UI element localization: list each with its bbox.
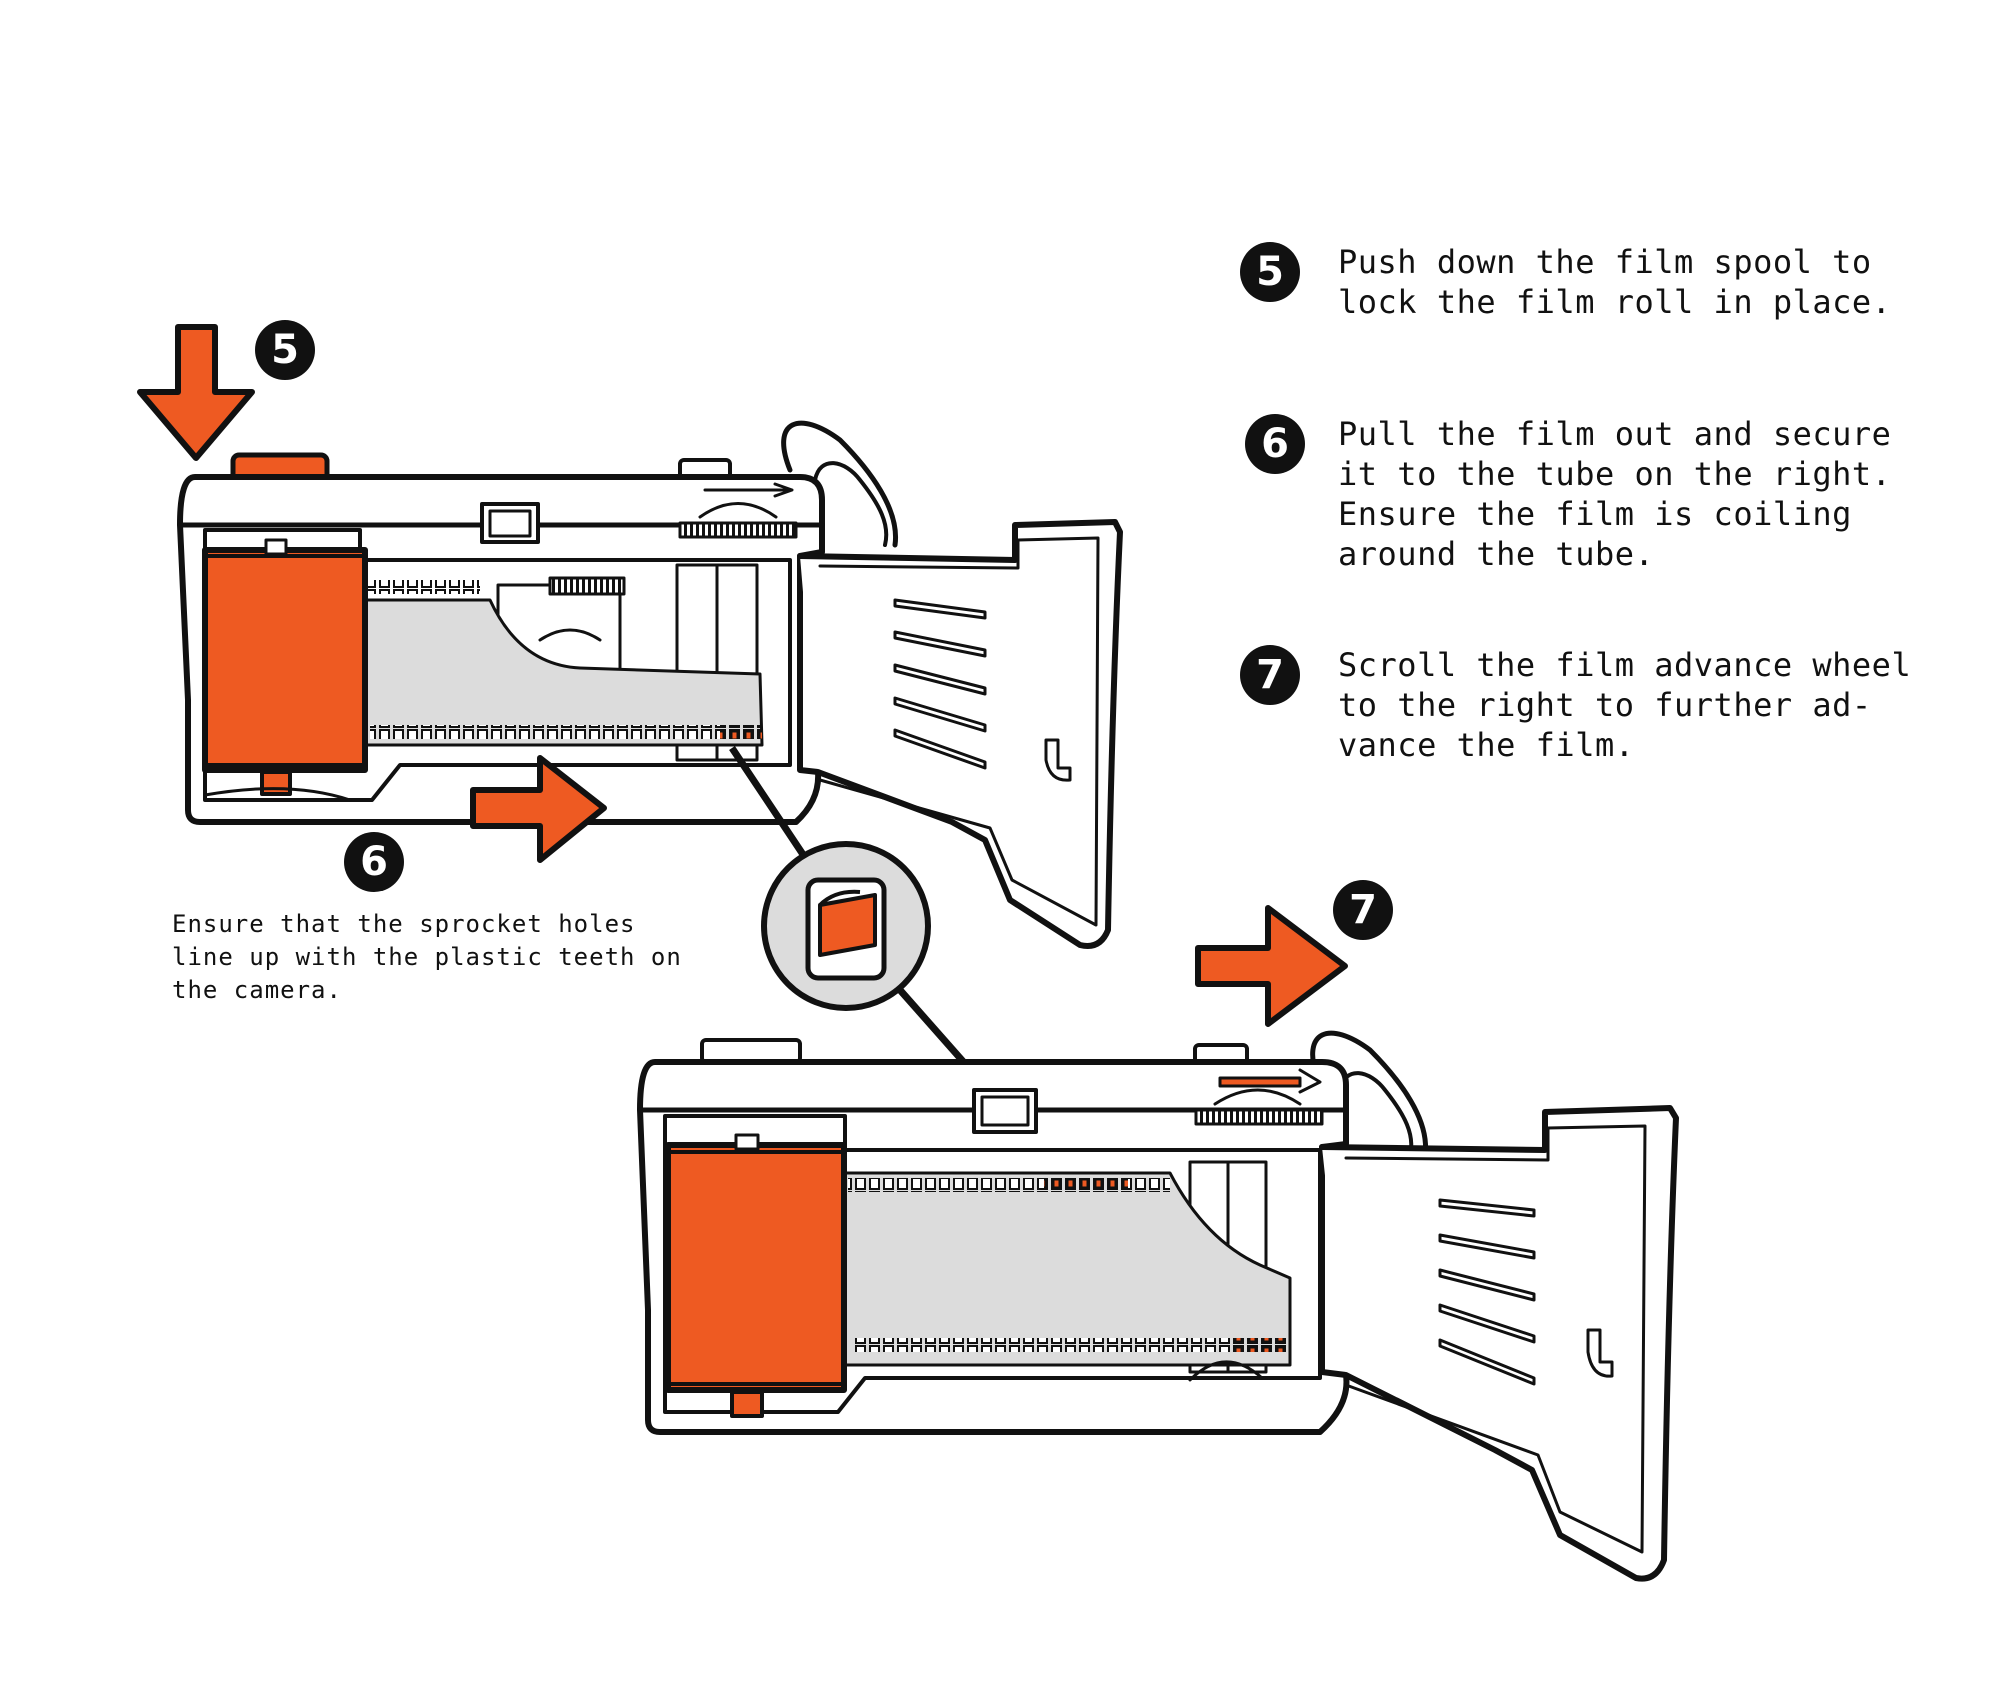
step-7: 7 Scroll the film advance wheel to the r… — [1240, 645, 1911, 765]
pull-right-arrow — [470, 755, 607, 863]
advance-wheel — [678, 521, 798, 539]
step-6: 6 Pull the film out and secure it to the… — [1245, 414, 1891, 574]
step-text: Pull the film out and secure it to the t… — [1338, 415, 1892, 573]
diagram-badge-5: 5 — [255, 320, 315, 380]
push-down-arrow — [137, 324, 255, 461]
step-5: 5 Push down the film spool to lock the f… — [1240, 242, 1891, 322]
step-number-badge: 5 — [1240, 242, 1300, 302]
step-number-badge: 7 — [1240, 645, 1300, 705]
step-number-badge: 6 — [1245, 414, 1305, 474]
step-text: Scroll the film advance wheel to the rig… — [1338, 646, 1912, 764]
sprocket-caption: Ensure that the sprocket holes line up w… — [172, 910, 682, 1004]
camera-top — [177, 420, 1123, 949]
diagram-badge-6: 6 — [344, 832, 404, 892]
camera-bottom — [637, 1030, 1679, 1582]
advance-right-arrow — [1195, 905, 1348, 1027]
diagram-badge-7: 7 — [1333, 880, 1393, 940]
step-text: Push down the film spool to lock the fil… — [1338, 243, 1892, 321]
